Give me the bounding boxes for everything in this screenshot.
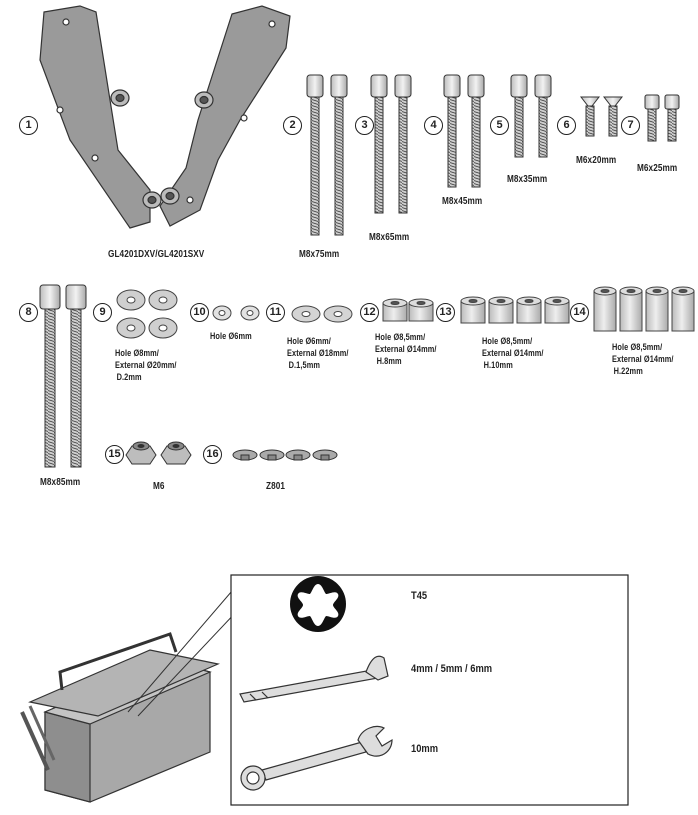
hex-key-icon xyxy=(239,655,389,703)
part-number-1: 1 xyxy=(19,116,38,135)
part-label-1: GL4201DXV/GL4201SXV xyxy=(108,249,205,260)
bolts-m8-row xyxy=(306,74,552,236)
part-number-4: 4 xyxy=(424,116,443,135)
part-number-3: 3 xyxy=(355,116,374,135)
toolbox-illustration xyxy=(20,632,220,803)
part-number-9: 9 xyxy=(93,303,112,322)
bolts-m8x85 xyxy=(39,284,87,468)
part-label-11-line-2: External Ø18mm/ xyxy=(287,348,349,358)
tool-label-torx: T45 xyxy=(411,590,428,602)
part-label-3: M8x65mm xyxy=(369,232,410,243)
part-label-13-line-2: External Ø14mm/ xyxy=(482,348,544,358)
callout-line xyxy=(127,583,239,713)
part-label-2: M8x75mm xyxy=(299,249,340,260)
part-number-2: 2 xyxy=(283,116,302,135)
part-label-12: Hole Ø8,5mm/ External Ø14mm/ H.8mm xyxy=(375,331,437,367)
part-label-10: Hole Ø6mm xyxy=(210,331,252,341)
part-label-12-line-3: H.8mm xyxy=(376,356,402,366)
part-label-11: Hole Ø6mm/ External Ø18mm/ D.1,5mm xyxy=(287,335,349,371)
spacers-part-12 xyxy=(382,298,434,322)
part-number-10: 10 xyxy=(190,303,209,322)
part-number-8: 8 xyxy=(19,303,38,322)
part-number-13: 13 xyxy=(436,303,455,322)
part-number-12: 12 xyxy=(360,303,379,322)
part-label-9-line-1: Hole Ø8mm/ xyxy=(115,348,159,358)
callout-line-2 xyxy=(137,609,239,717)
part-number-6: 6 xyxy=(557,116,576,135)
part-label-14: Hole Ø8,5mm/ External Ø14mm/ H.22mm xyxy=(612,341,674,377)
washers-part-10 xyxy=(212,305,260,321)
part-label-5: M8x35mm xyxy=(507,174,548,185)
torx-icon xyxy=(290,576,346,632)
part-number-5: 5 xyxy=(490,116,509,135)
part-label-14-line-1: Hole Ø8,5mm/ xyxy=(612,342,663,352)
part-label-14-line-3: H.22mm xyxy=(613,366,643,376)
part-label-13-line-1: Hole Ø8,5mm/ xyxy=(482,336,533,346)
spacers-part-14 xyxy=(593,286,695,332)
nuts-part-15 xyxy=(125,441,192,465)
washers-part-9 xyxy=(116,289,178,339)
part-number-15: 15 xyxy=(105,445,124,464)
part-label-11-line-1: Hole Ø6mm/ xyxy=(287,336,331,346)
part-label-8: M8x85mm xyxy=(40,477,81,488)
tool-label-wrench: 10mm xyxy=(411,743,439,755)
part-label-9: Hole Ø8mm/ External Ø20mm/ D.2mm xyxy=(115,347,177,383)
part-label-13-line-3: H.10mm xyxy=(483,360,513,370)
part-label-16: Z801 xyxy=(266,481,286,492)
part-label-15: M6 xyxy=(153,481,165,492)
spacers-part-13 xyxy=(460,296,570,324)
part-label-12-line-1: Hole Ø8,5mm/ xyxy=(375,332,426,342)
part-label-14-line-2: External Ø14mm/ xyxy=(612,354,674,364)
part-number-16: 16 xyxy=(203,445,222,464)
part-label-12-line-2: External Ø14mm/ xyxy=(375,344,437,354)
tool-label-hex-key: 4mm / 5mm / 6mm xyxy=(411,663,493,675)
washers-part-11 xyxy=(291,305,353,323)
plugs-part-16 xyxy=(232,449,338,461)
part-number-11: 11 xyxy=(266,303,285,322)
part-label-7: M6x25mm xyxy=(637,163,678,174)
part-label-9-line-3: D.2mm xyxy=(116,372,142,382)
part-label-6: M6x20mm xyxy=(576,155,617,166)
bracket-part-1 xyxy=(39,5,291,229)
part-label-13: Hole Ø8,5mm/ External Ø14mm/ H.10mm xyxy=(482,335,544,371)
wrench-icon xyxy=(240,725,393,791)
part-number-7: 7 xyxy=(621,116,640,135)
bolts-m6-row xyxy=(579,94,680,142)
part-label-11-line-3: D.1,5mm xyxy=(288,360,320,370)
part-label-9-line-2: External Ø20mm/ xyxy=(115,360,177,370)
part-label-4: M8x45mm xyxy=(442,196,483,207)
part-number-14: 14 xyxy=(570,303,589,322)
